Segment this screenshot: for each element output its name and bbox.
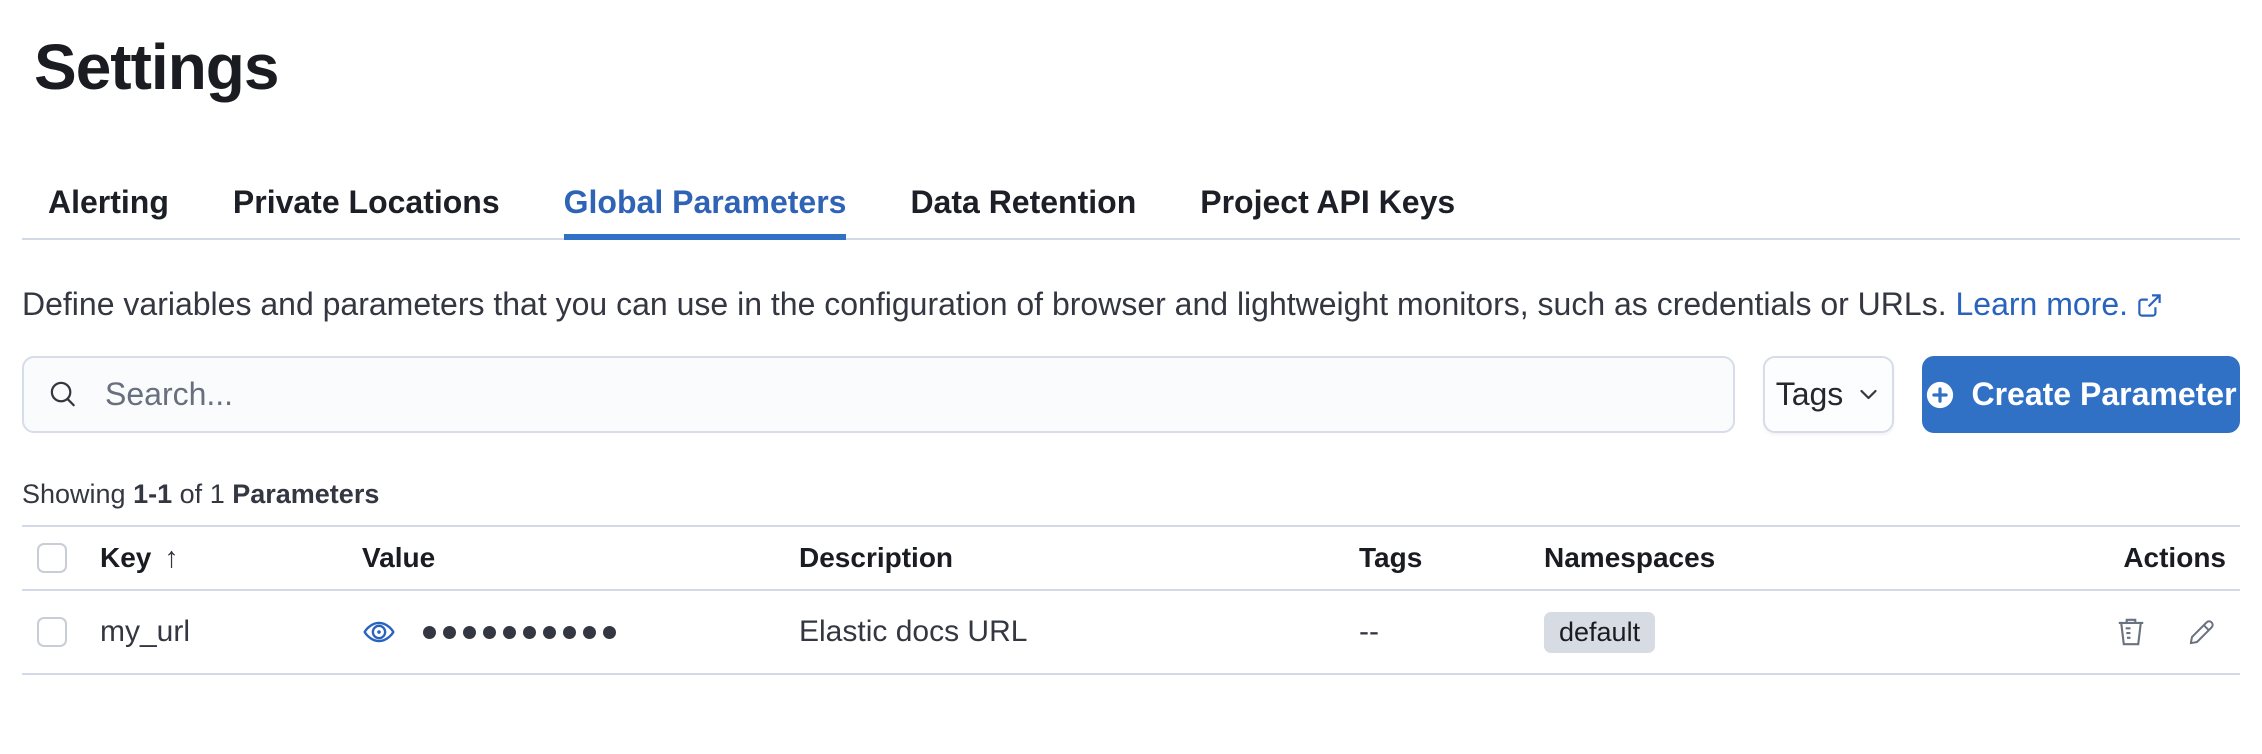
masked-value-dots	[423, 625, 616, 639]
learn-more-link[interactable]: Learn more.	[1955, 286, 2163, 322]
tab-data-retention[interactable]: Data Retention	[910, 184, 1137, 220]
table-header-row: Key ↑ Value Description Tags Namespaces …	[22, 525, 2240, 591]
mask-dot	[463, 625, 476, 639]
select-all-checkbox[interactable]	[37, 543, 67, 573]
tab-alerting[interactable]: Alerting	[48, 184, 169, 220]
parameter-description: Elastic docs URL	[799, 615, 1028, 648]
namespace-badge: default	[1544, 611, 1656, 653]
toolbar: Tags Create Parameter	[22, 356, 2240, 433]
settings-tabs: Alerting Private Locations Global Parame…	[22, 182, 2240, 240]
delete-parameter-button[interactable]	[2114, 615, 2148, 649]
mask-dot	[483, 625, 496, 639]
sort-ascending-arrow: ↑	[164, 541, 179, 574]
column-header-namespaces: Namespaces	[1544, 542, 1716, 573]
description-text: Define variables and parameters that you…	[22, 286, 1947, 322]
results-summary: Showing 1-1 of 1 Parameters	[22, 479, 380, 509]
external-link-icon	[2138, 294, 2161, 317]
row-actions	[1901, 615, 2240, 649]
parameter-key: my_url	[100, 615, 191, 648]
parameter-tags: --	[1359, 615, 1379, 648]
mask-dot	[503, 625, 516, 639]
create-parameter-button[interactable]: Create Parameter	[1922, 356, 2240, 433]
pencil-icon	[2189, 620, 2214, 645]
trash-icon	[2118, 618, 2144, 646]
edit-parameter-button[interactable]	[2186, 616, 2218, 648]
column-header-actions: Actions	[2123, 542, 2226, 573]
settings-page: Settings Alerting Private Locations Glob…	[0, 28, 2262, 675]
column-header-value: Value	[362, 542, 436, 573]
mask-dot	[583, 625, 596, 639]
mask-dot	[543, 625, 556, 639]
search-input[interactable]	[105, 376, 1709, 413]
page-description: Define variables and parameters that you…	[22, 280, 2240, 329]
column-header-key[interactable]: Key ↑	[100, 541, 179, 574]
mask-dot	[563, 625, 576, 639]
search-icon	[50, 381, 75, 407]
search-box	[22, 356, 1735, 433]
reveal-value-button[interactable]	[362, 615, 396, 649]
parameters-table: Key ↑ Value Description Tags Namespaces …	[22, 525, 2240, 675]
mask-dot	[603, 625, 616, 639]
column-header-tags: Tags	[1359, 542, 1423, 573]
mask-dot	[443, 625, 456, 639]
tab-project-api-keys[interactable]: Project API Keys	[1200, 184, 1456, 220]
tab-global-parameters[interactable]: Global Parameters	[563, 182, 846, 240]
plus-in-circle-icon	[1927, 381, 1954, 408]
parameter-value-cell	[362, 615, 799, 649]
chevron-down-icon	[1860, 389, 1877, 400]
column-header-description: Description	[799, 542, 954, 573]
tab-private-locations[interactable]: Private Locations	[232, 184, 500, 220]
page-title: Settings	[34, 31, 279, 103]
eye-icon	[363, 621, 395, 643]
tags-filter-button[interactable]: Tags	[1763, 356, 1894, 433]
row-checkbox[interactable]	[37, 617, 67, 647]
mask-dot	[423, 625, 436, 639]
table-row: my_url Elastic docs URL -- default	[22, 591, 2240, 675]
mask-dot	[523, 625, 536, 639]
